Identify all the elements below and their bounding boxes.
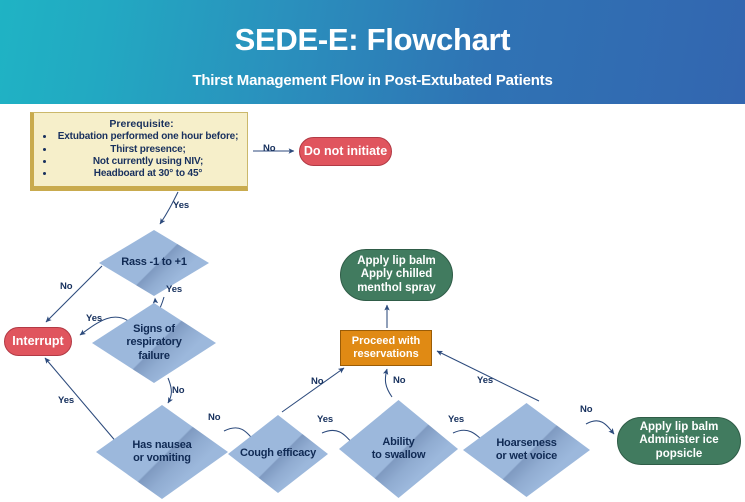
edge-prereq-yes-rass bbox=[159, 191, 179, 225]
edge-label-swallow-no: No bbox=[393, 375, 406, 386]
edge-label-resp-yes: Yes bbox=[86, 313, 103, 324]
prerequisite-title: Prerequisite: bbox=[109, 118, 174, 130]
hoarse-line2: or wet voice bbox=[495, 450, 558, 462]
flowchart-edges bbox=[44, 148, 615, 446]
green-right-line1: Apply lip balm bbox=[639, 420, 719, 433]
page-subtitle: Thirst Management Flow in Post-Extubated… bbox=[192, 72, 553, 89]
edge-label-hoarse-yes: Yes bbox=[477, 375, 494, 386]
edge-resp-yes-interrupt bbox=[79, 316, 131, 336]
node-do-not-initiate[interactable]: Do not initiate bbox=[299, 137, 392, 166]
green-right-line2: Administer ice popsicle bbox=[639, 434, 719, 460]
node-apply-lip-balm-popsicle[interactable]: Apply lip balm Administer ice popsicle bbox=[617, 417, 741, 465]
prerequisite-item: Thirst presence; bbox=[55, 144, 241, 156]
edge-swallow-no-proceed bbox=[382, 368, 393, 398]
edge-label-prereq-no: No bbox=[263, 143, 276, 154]
prerequisite-item: Headboard at 30° to 45° bbox=[55, 168, 241, 180]
edge-label-hoarse-no: No bbox=[580, 404, 593, 415]
edge-label-cough-no: No bbox=[311, 376, 324, 387]
edge-rass-no-interrupt bbox=[45, 265, 103, 323]
swallow-line2: to swallow bbox=[371, 449, 426, 461]
edge-label-prereq-yes: Yes bbox=[173, 200, 190, 211]
node-rass-label: Rass -1 to +1 bbox=[121, 256, 187, 269]
flowchart-canvas: Prerequisite: Extubation performed one h… bbox=[0, 104, 745, 502]
resp-line1: Signs of bbox=[133, 323, 175, 336]
node-respiratory-failure-label: Signs of respiratory failure bbox=[92, 303, 216, 383]
edge-label-cough-yes: Yes bbox=[317, 414, 334, 425]
edge-label-nausea-no: No bbox=[208, 412, 221, 423]
hoarse-line1: Hoarseness bbox=[496, 436, 557, 449]
prerequisite-item: Not currently using NIV; bbox=[55, 156, 241, 168]
prerequisite-list: Extubation performed one hour before; Th… bbox=[42, 131, 241, 180]
page-header: SEDE-E: Flowchart Thirst Management Flow… bbox=[0, 0, 745, 104]
node-proceed-with-reservations[interactable]: Proceed with reservations bbox=[340, 330, 432, 366]
node-has-nausea-or-vomiting[interactable]: Has nausea or vomiting bbox=[96, 405, 228, 499]
prerequisite-box: Prerequisite: Extubation performed one h… bbox=[30, 112, 248, 191]
edge-resp-no-nausea bbox=[167, 377, 174, 404]
nausea-line2: or vomiting bbox=[133, 452, 191, 464]
edge-label-resp-no: No bbox=[172, 385, 185, 396]
resp-line2: respiratory bbox=[126, 336, 182, 349]
node-nausea-label: Has nausea or vomiting bbox=[96, 405, 228, 499]
node-hoarseness-label: Hoarseness or wet voice bbox=[463, 403, 590, 497]
edge-nausea-yes-interrupt bbox=[44, 357, 119, 445]
node-rass[interactable]: Rass -1 to +1 bbox=[99, 230, 209, 296]
green-top-line3: menthol spray bbox=[357, 281, 436, 294]
proceed-line1: Proceed with bbox=[351, 335, 421, 348]
node-interrupt[interactable]: Interrupt bbox=[4, 327, 72, 356]
node-cough-efficacy[interactable]: Cough efficacy bbox=[228, 415, 328, 493]
proceed-line2: reservations bbox=[353, 348, 419, 360]
edge-label-rass-yes: Yes bbox=[166, 284, 183, 295]
edge-label-rass-no: No bbox=[60, 281, 73, 292]
edge-cough-no-proceed bbox=[281, 367, 345, 413]
node-cough-efficacy-label: Cough efficacy bbox=[239, 447, 317, 460]
node-ability-to-swallow[interactable]: Ability to swallow bbox=[339, 400, 458, 498]
node-respiratory-failure[interactable]: Signs of respiratory failure bbox=[92, 303, 216, 383]
edge-hoarse-no-green bbox=[585, 420, 615, 435]
green-top-line2: Apply chilled bbox=[360, 268, 433, 281]
node-swallow-label: Ability to swallow bbox=[339, 400, 458, 498]
edge-hoarse-yes-proceed bbox=[436, 350, 540, 402]
edge-label-swallow-yes: Yes bbox=[448, 414, 465, 425]
page-title: SEDE-E: Flowchart bbox=[234, 22, 511, 57]
node-hoarseness-or-wet-voice[interactable]: Hoarseness or wet voice bbox=[463, 403, 590, 497]
edge-label-nausea-yes: Yes bbox=[58, 395, 75, 406]
node-apply-lip-balm-menthol[interactable]: Apply lip balm Apply chilled menthol spr… bbox=[340, 249, 453, 301]
nausea-line1: Has nausea bbox=[132, 438, 192, 451]
green-top-line1: Apply lip balm bbox=[357, 254, 436, 267]
prerequisite-item: Extubation performed one hour before; bbox=[55, 131, 241, 143]
resp-line3: failure bbox=[138, 349, 170, 362]
swallow-line1: Ability bbox=[382, 435, 415, 448]
